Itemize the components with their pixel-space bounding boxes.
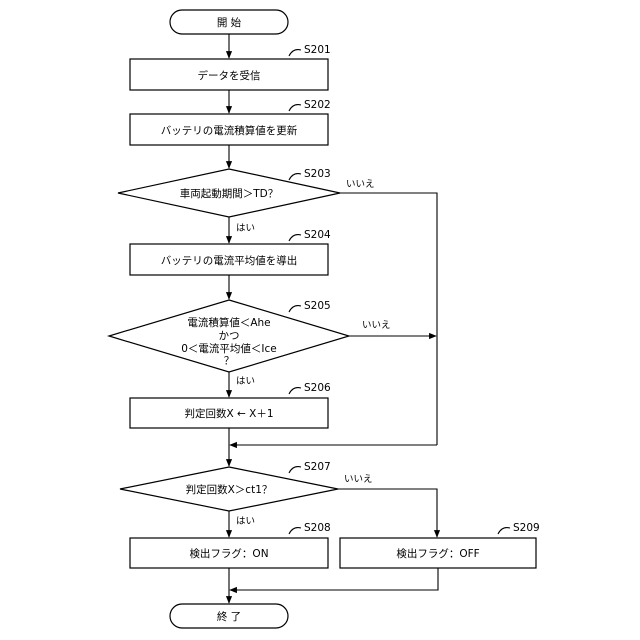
branch-no-s207: いいえ xyxy=(344,474,373,485)
step-id-s206: S206 xyxy=(304,382,331,394)
decision-s205-line4: ？ xyxy=(224,355,235,367)
step-s201: データを受信 xyxy=(130,59,328,90)
step-s206: 判定回数X ← X＋1 xyxy=(130,398,328,428)
step-s204-text: バッテリの電流平均値を導出 xyxy=(161,254,298,267)
step-id-leader xyxy=(289,467,301,473)
step-s209: 検出フラグ：OFF xyxy=(340,538,536,568)
step-id-s209: S209 xyxy=(513,522,540,534)
step-s206-text: 判定回数X ← X＋1 xyxy=(184,407,273,420)
end-terminal: 終 了 xyxy=(170,604,288,628)
branch-no-s203: いいえ xyxy=(346,179,375,190)
step-id-leader xyxy=(289,235,301,241)
step-s209-text: 検出フラグ：OFF xyxy=(396,547,479,560)
decision-s205-line3: 0＜電流平均値＜Ice xyxy=(181,342,277,355)
connector-no xyxy=(338,489,437,537)
decision-s207: 判定回数X＞ct1？ xyxy=(120,467,338,511)
step-s204: バッテリの電流平均値を導出 xyxy=(130,244,328,275)
step-s208: 検出フラグ：ON xyxy=(130,538,328,568)
branch-yes-s205: はい xyxy=(236,376,255,387)
branch-no-s205: いいえ xyxy=(362,320,391,331)
step-id-leader xyxy=(289,528,301,534)
step-id-s201: S201 xyxy=(304,44,331,56)
decision-s203-text: 車両起動期間＞TD？ xyxy=(180,187,279,200)
step-id-leader xyxy=(289,388,301,394)
step-id-leader xyxy=(289,174,301,180)
step-id-leader xyxy=(289,306,301,312)
decision-s207-text: 判定回数X＞ct1？ xyxy=(186,483,273,496)
step-s208-text: 検出フラグ：ON xyxy=(189,547,268,560)
step-id-s202: S202 xyxy=(304,99,331,111)
branch-yes-s203: はい xyxy=(236,223,255,234)
step-id-s204: S204 xyxy=(304,229,331,241)
step-id-leader xyxy=(289,50,301,56)
start-label: 開 始 xyxy=(217,16,242,29)
step-id-s208: S208 xyxy=(304,522,331,534)
step-s201-text: データを受信 xyxy=(198,69,261,82)
step-id-s207: S207 xyxy=(304,461,331,473)
connector-no xyxy=(340,193,437,445)
step-id-s205: S205 xyxy=(304,300,331,312)
step-id-leader xyxy=(498,528,510,534)
end-label: 終 了 xyxy=(217,610,241,623)
step-id-leader xyxy=(289,105,301,111)
branch-yes-s207: はい xyxy=(236,516,255,527)
decision-s205-line2: かつ xyxy=(219,330,240,342)
step-id-s203: S203 xyxy=(304,168,331,180)
start-terminal: 開 始 xyxy=(170,10,288,34)
step-s202-text: バッテリの電流積算値を更新 xyxy=(161,124,298,137)
step-s202: バッテリの電流積算値を更新 xyxy=(130,114,328,145)
decision-s205-line1: 電流積算値＜Ahe xyxy=(187,316,270,329)
connector-merge xyxy=(230,568,438,590)
